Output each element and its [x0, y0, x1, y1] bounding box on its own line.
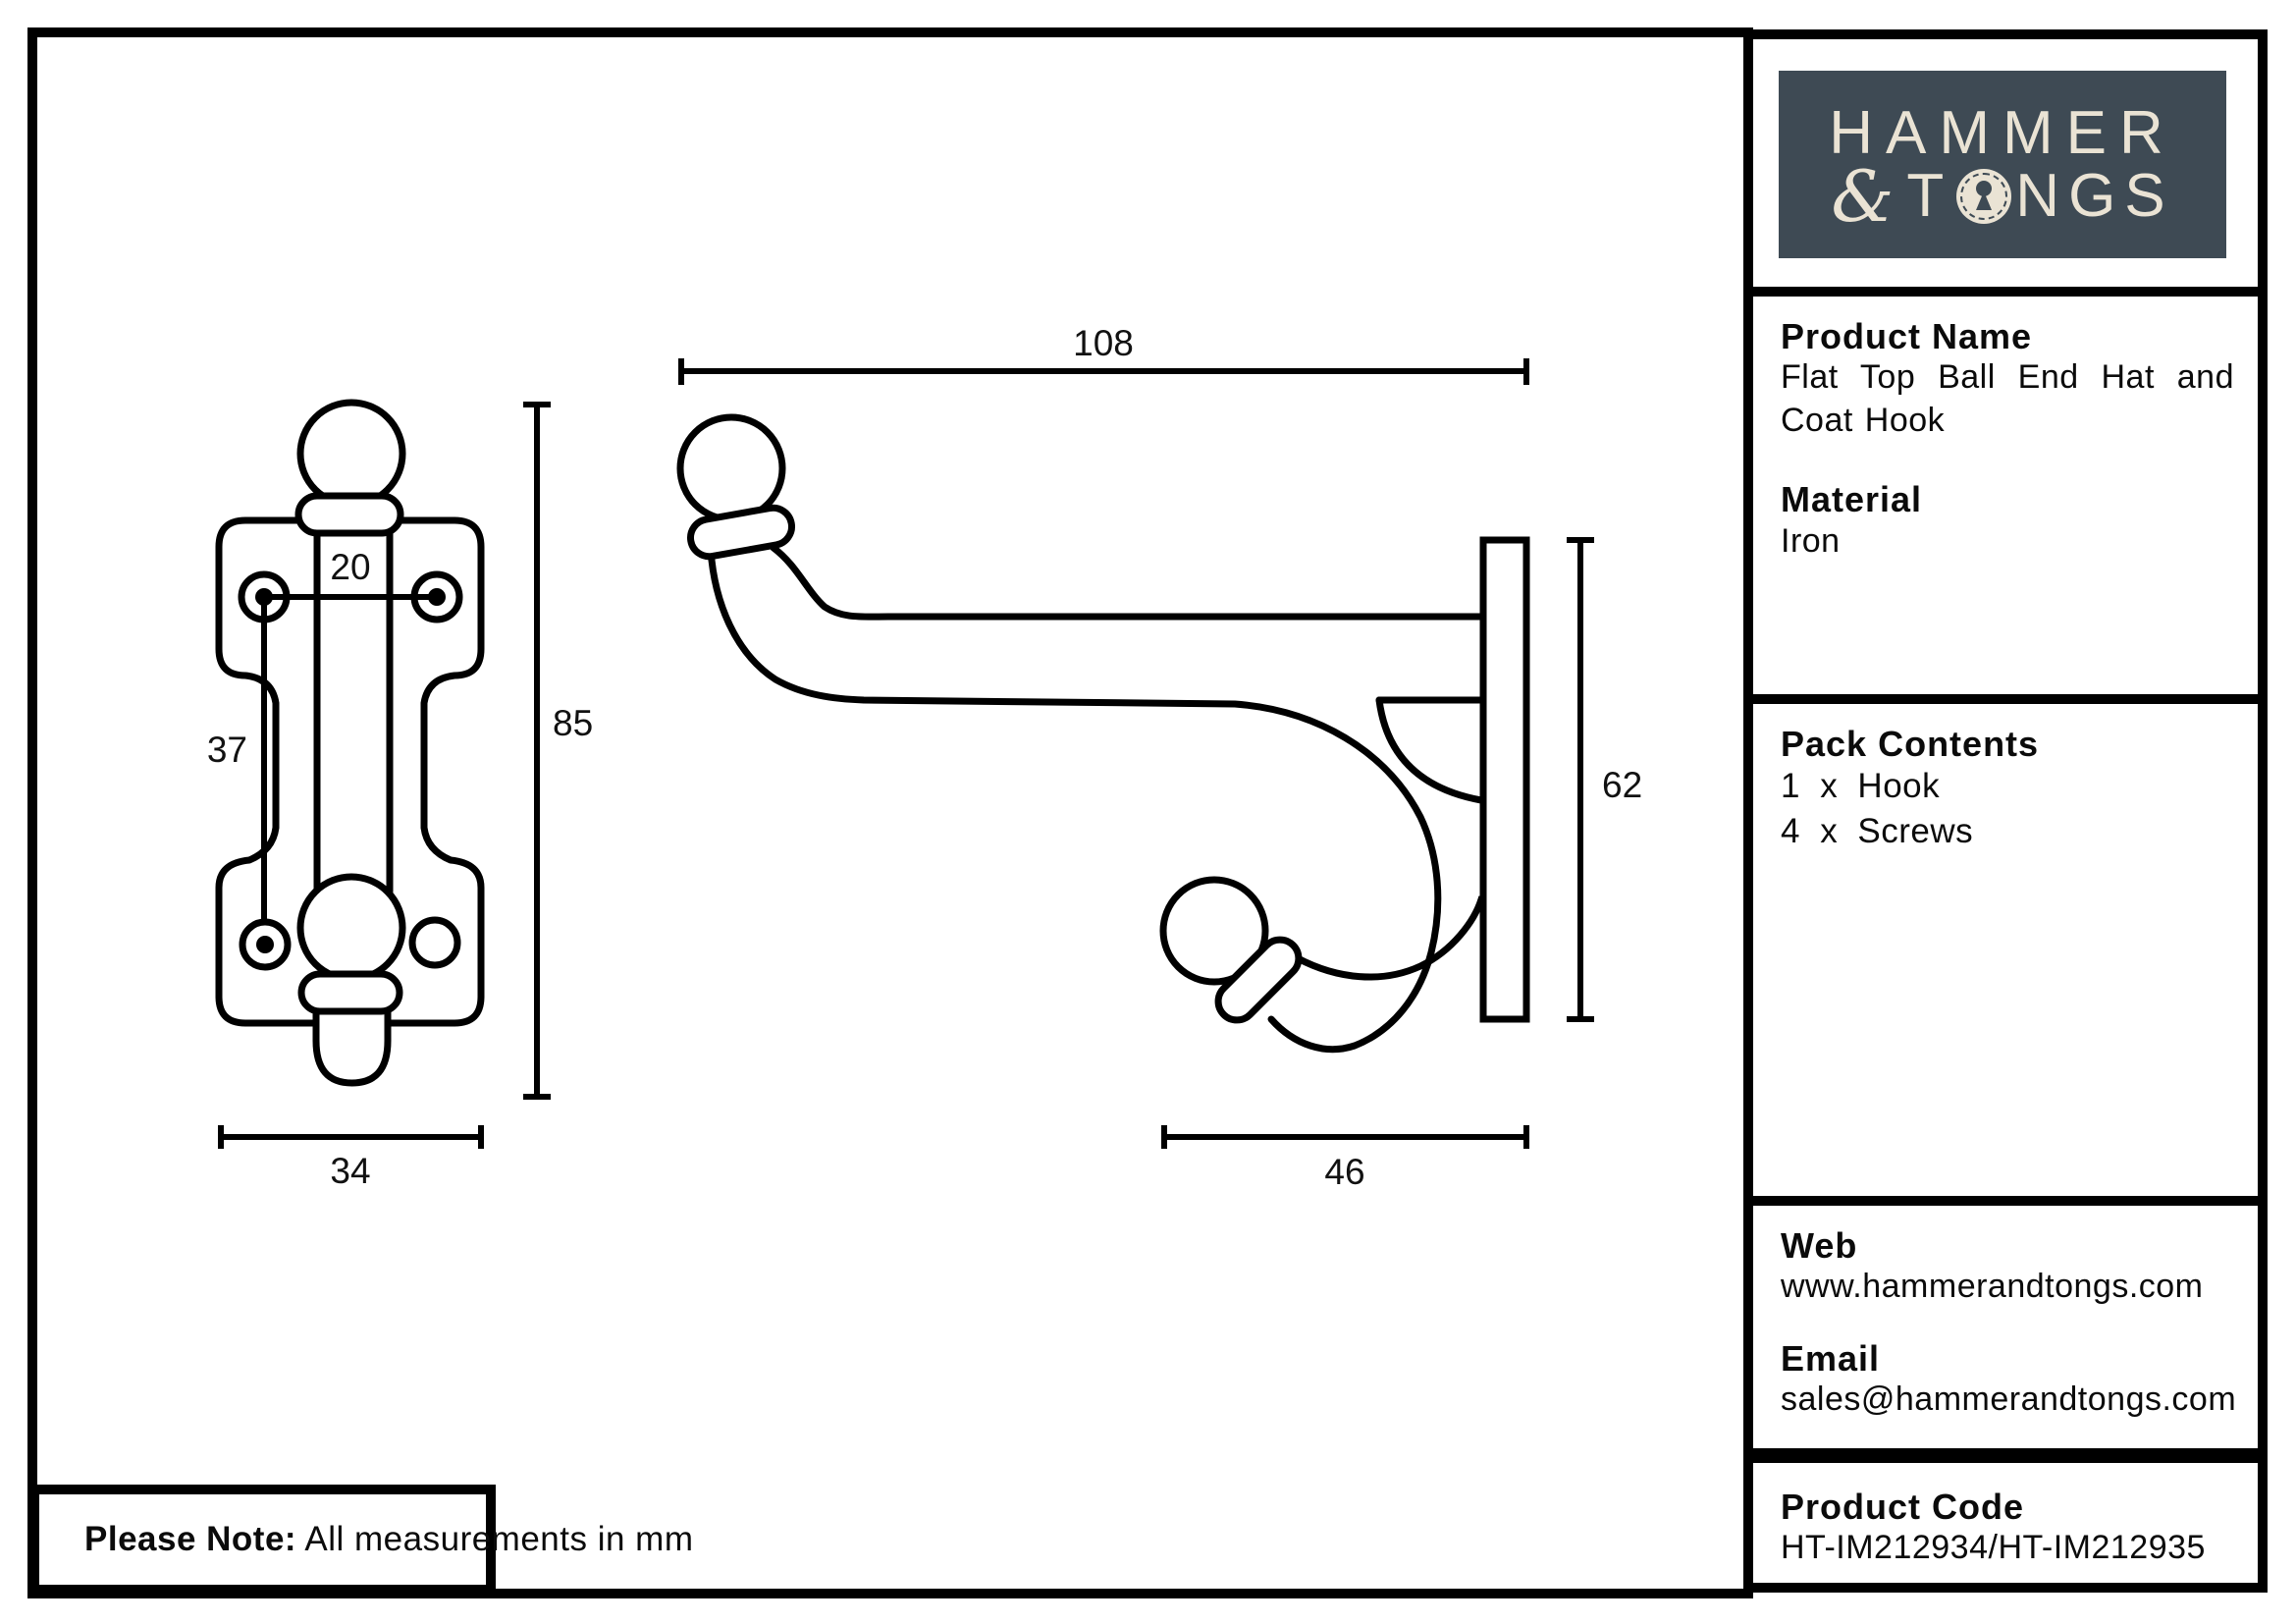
hook-ball-front: [296, 873, 406, 983]
keyhole-ring: [1960, 172, 2008, 220]
hole-center-dot: [256, 936, 274, 953]
wall-plate-side: [1479, 536, 1530, 1023]
front-view-drawing: 20 37 85 34: [207, 399, 593, 1191]
product-code-header: Product Code: [1781, 1487, 2025, 1527]
hook-tip-front: [312, 1009, 392, 1087]
material-value: Iron: [1781, 521, 1841, 560]
logo-rest: NGS: [2015, 161, 2174, 230]
material-header: Material: [1781, 479, 1923, 520]
web-header: Web: [1781, 1225, 1858, 1266]
inner-curl-edge: [1294, 895, 1487, 981]
logo-box: HAMMER & T NGS: [1743, 29, 2268, 297]
top-collar-side: [687, 504, 795, 561]
note-value: All measurements in mm: [304, 1520, 694, 1558]
arm-underside-curl: [707, 546, 1442, 1054]
dim-label-plate-height: 62: [1602, 765, 1642, 805]
screw-hole: [408, 916, 461, 969]
contact-panel: Web www.hammerandtongs.com Email sales@h…: [1743, 1196, 2268, 1458]
hammer-and-tongs-logo: HAMMER & T NGS: [1779, 71, 2226, 258]
arm-top-edge: [770, 544, 1487, 621]
hook-collar-front: [297, 970, 403, 1015]
pack-contents-item: 1 x Hook: [1781, 767, 1941, 806]
note-label: Please Note:: [84, 1520, 297, 1558]
product-code-value: HT-IM212934/HT-IM212935: [1781, 1529, 2206, 1567]
dim-label-height: 85: [553, 703, 593, 743]
pack-contents-item: 4 x Screws: [1781, 811, 1974, 850]
top-collar-front: [294, 492, 404, 537]
dim-label-width: 34: [330, 1151, 370, 1191]
gusset-curve: [1375, 696, 1485, 804]
logo-line2: & T NGS: [1831, 154, 2174, 238]
keyhole-icon: [1956, 168, 2012, 224]
hook-collar-side: [1214, 936, 1303, 1024]
pack-contents-panel: Pack Contents 1 x Hook 4 x Screws: [1743, 694, 2268, 1206]
dim-label-reach: 46: [1324, 1152, 1364, 1192]
dim-label-length: 108: [1073, 323, 1134, 363]
logo-line1: HAMMER: [1829, 98, 2176, 167]
top-ball-side: [676, 413, 786, 523]
pack-contents-header: Pack Contents: [1781, 724, 2040, 764]
email-value: sales@hammerandtongs.com: [1781, 1380, 2237, 1419]
hole-center-dot: [255, 588, 273, 606]
web-value: www.hammerandtongs.com: [1781, 1268, 2204, 1306]
dim-label-hole-spacing: 20: [330, 547, 370, 587]
keyhole-wedge: [1976, 190, 1993, 210]
top-ball-front: [296, 399, 406, 509]
logo-ampersand: &: [1831, 154, 1903, 238]
hook-ball-side: [1159, 876, 1269, 986]
side-view-drawing: 108 62 46: [676, 323, 1642, 1192]
product-code-panel: Product Code HT-IM212934/HT-IM212935: [1743, 1453, 2268, 1593]
hole-center-dot: [428, 588, 446, 606]
logo-t: T: [1906, 161, 1953, 230]
product-name-value: Flat Top Ball End Hat and Coat Hook: [1781, 358, 2234, 439]
backplate-front: [215, 516, 485, 1027]
measurements-note: Please Note: All measurements in mm: [29, 1485, 693, 1595]
product-name-panel: Product Name Flat Top Ball End Hat and C…: [1743, 287, 2268, 704]
email-header: Email: [1781, 1337, 1881, 1379]
product-name-header: Product Name: [1781, 316, 2033, 356]
dim-label-hole-span: 37: [207, 730, 247, 770]
note-text: Please Note: All measurements in mm: [39, 1520, 694, 1559]
